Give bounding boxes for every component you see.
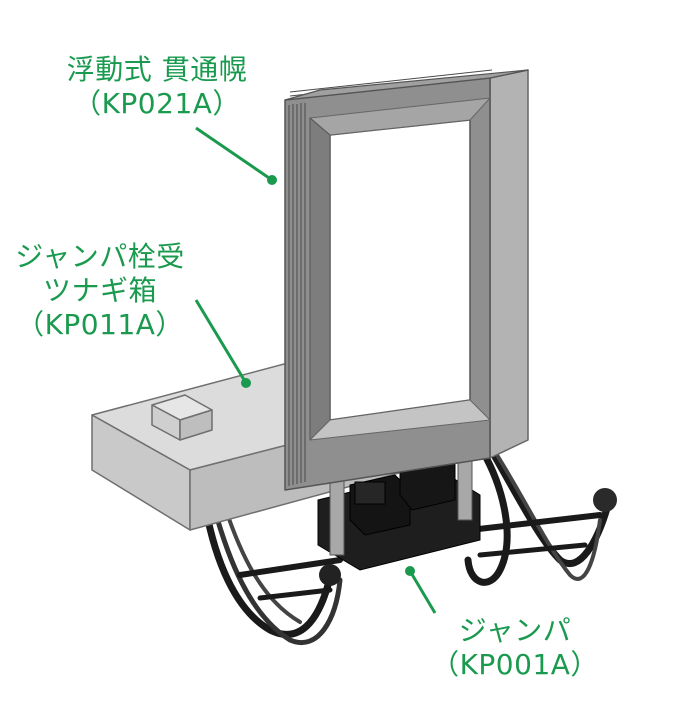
label-bellows-line2: （KP021A）: [73, 87, 241, 120]
cable-end-center: [319, 564, 341, 586]
label-jumper-box: ジャンパ栓受 ツナギ箱 （KP011A）: [0, 240, 200, 342]
label-bellows-line1: 浮動式 貫通幌: [66, 53, 248, 86]
label-jumper-box-line2: ツナギ箱: [42, 274, 157, 307]
cable-end-right: [593, 488, 617, 512]
label-jumper-box-line3: （KP011A）: [16, 308, 184, 341]
leader-dots: [241, 175, 415, 576]
label-jumper-box-line1: ジャンパ栓受: [15, 240, 185, 273]
label-bellows: 浮動式 貫通幌 （KP021A）: [52, 53, 262, 121]
label-jumper: ジャンパ （KP001A）: [420, 614, 610, 682]
label-jumper-line1: ジャンパ: [458, 614, 572, 647]
label-jumper-line2: （KP001A）: [431, 648, 599, 681]
leader-lines: [194, 126, 437, 614]
bellows-frame: [284, 69, 529, 491]
